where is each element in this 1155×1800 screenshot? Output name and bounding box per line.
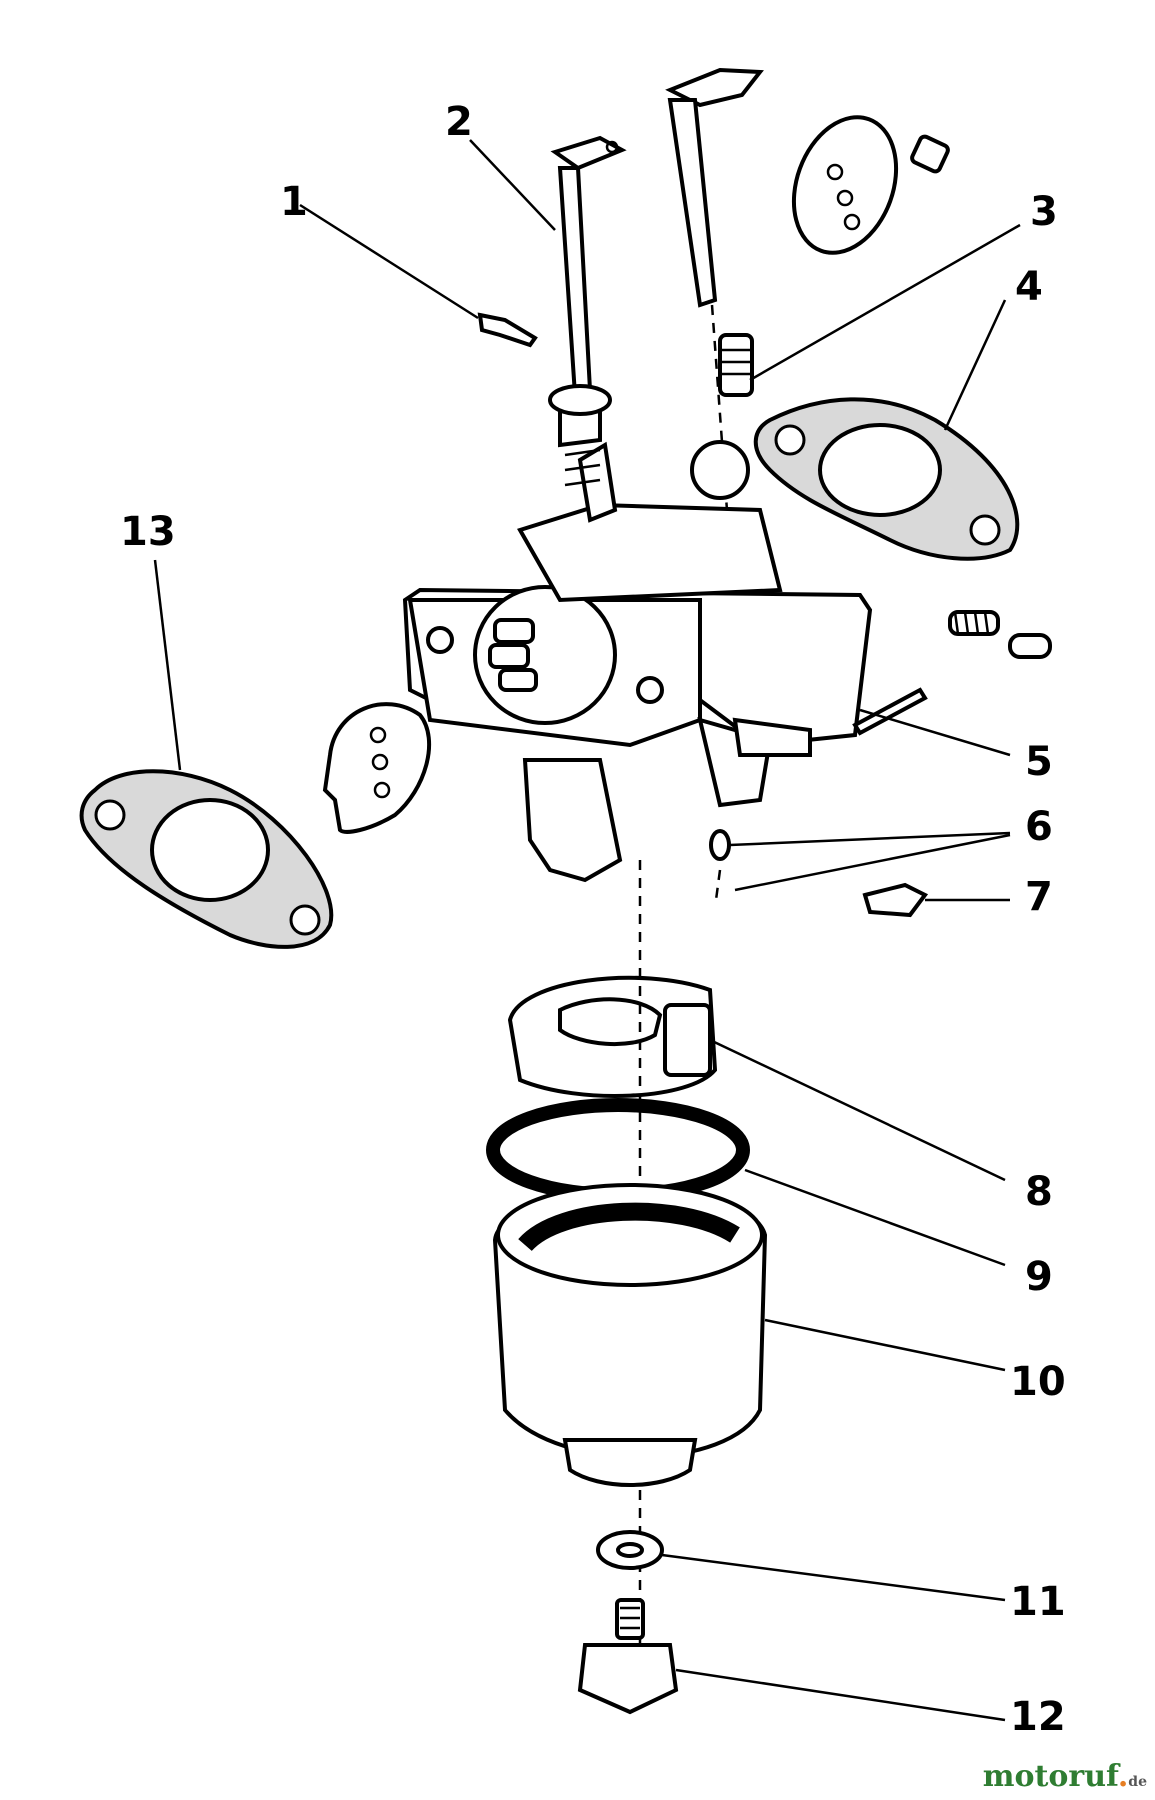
- callout-2: 2: [445, 99, 473, 145]
- seal-parts-6: [709, 829, 731, 901]
- choke-shaft: [550, 135, 627, 398]
- callout-11: 11: [1010, 1579, 1066, 1625]
- float-bowl: [492, 1183, 768, 1487]
- watermark-logo: motoruf.de: [983, 1759, 1147, 1794]
- callout-4: 4: [1015, 264, 1043, 310]
- float: [507, 975, 718, 1098]
- bowl-bolt: [577, 1598, 679, 1715]
- watermark-brand: motoruf: [982, 1759, 1118, 1794]
- callout-labels: 1 2 3 4 5 6 7 8 9 10 11 12 13: [120, 99, 1066, 1740]
- callout-5: 5: [1025, 739, 1053, 785]
- mixture-screw-assembly: [948, 610, 1052, 659]
- watermark-tld: de: [1128, 1774, 1147, 1790]
- callout-8: 8: [1025, 1169, 1053, 1215]
- spring-part-5: [852, 687, 928, 736]
- callout-9: 9: [1025, 1254, 1053, 1300]
- callout-12: 12: [1010, 1694, 1066, 1740]
- callout-1: 1: [280, 179, 308, 225]
- o-ring: [486, 1098, 750, 1202]
- callout-3: 3: [1030, 189, 1058, 235]
- washer: [596, 1530, 664, 1570]
- watermark-dot: .: [1117, 1759, 1129, 1794]
- callout-6: 6: [1025, 804, 1053, 850]
- callout-13: 13: [120, 509, 176, 555]
- callout-7: 7: [1025, 874, 1053, 920]
- choke-plate: [322, 702, 432, 834]
- gasket-13: [79, 769, 334, 949]
- carburetor-body: [402, 384, 873, 883]
- callout-10: 10: [1010, 1359, 1066, 1405]
- screw-part-7: [862, 882, 929, 918]
- gasket-4: [753, 397, 1020, 561]
- throttle-shaft: [665, 67, 764, 621]
- idle-needle: [718, 333, 754, 397]
- throttle-plate: [791, 115, 950, 255]
- screw-part-1: [477, 312, 538, 348]
- leader-lines: [153, 139, 1021, 1722]
